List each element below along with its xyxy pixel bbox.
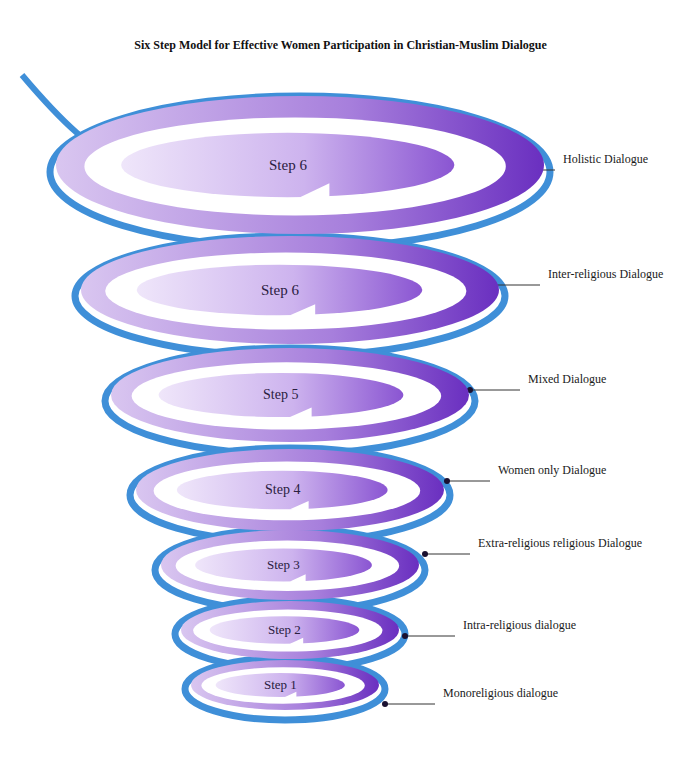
- step-label: Step 1: [264, 677, 297, 693]
- spiral-ring: Step 5: [110, 347, 470, 443]
- spiral-ring: Step 2: [180, 600, 400, 660]
- spiral-ring: Step 6: [55, 95, 545, 235]
- stage-label: Extra-religious religious Dialogue: [477, 536, 643, 551]
- stage-label: Monoreligious dialogue: [442, 686, 559, 701]
- spiral-ring: Step 6: [80, 235, 500, 345]
- stage-label: Mixed Dialogue: [527, 372, 607, 387]
- step-label: Step 3: [267, 557, 300, 573]
- step-label: Step 2: [268, 622, 301, 638]
- stage-label: Intra-religious dialogue: [462, 618, 577, 633]
- stage-label: Holistic Dialogue: [562, 152, 649, 167]
- spiral-ring: Step 3: [160, 529, 420, 601]
- stage-label: Inter-religious Dialogue: [547, 267, 664, 282]
- step-label: Step 5: [263, 387, 298, 403]
- diagram-title: Six Step Model for Effective Women Parti…: [0, 38, 681, 53]
- step-label: Step 6: [261, 282, 299, 299]
- step-label: Step 6: [269, 157, 307, 174]
- step-label: Step 4: [265, 482, 300, 498]
- spiral-ring: Step 4: [135, 448, 445, 532]
- spiral-ring: Step 1: [190, 659, 380, 711]
- stage-label: Women only Dialogue: [497, 463, 607, 478]
